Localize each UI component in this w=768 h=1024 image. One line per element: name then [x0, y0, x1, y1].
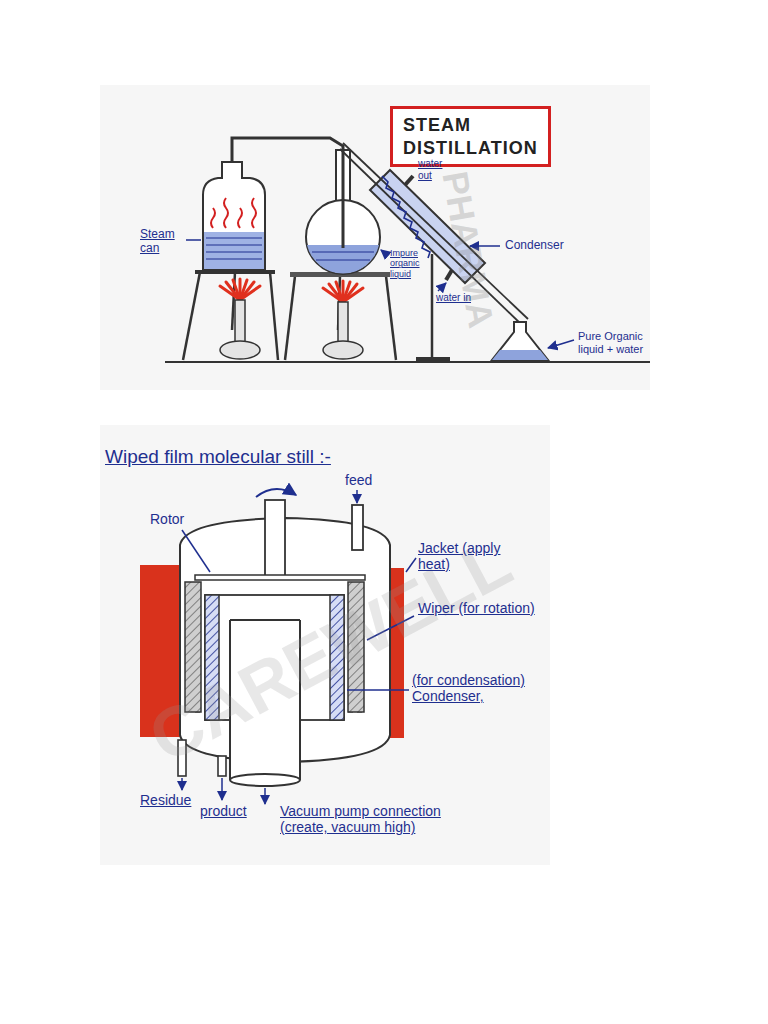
leader-line: [264, 788, 266, 804]
steam-can: [203, 162, 265, 270]
photo-panel: [100, 425, 550, 865]
part-label: Jacket (apply heat): [418, 540, 528, 572]
part-label: water in: [436, 292, 471, 304]
steam-can: [211, 198, 256, 228]
bunsen-burner: [220, 279, 260, 300]
leader-line: [381, 250, 387, 255]
rotor-shaft: [265, 500, 285, 576]
ground-line: [165, 362, 650, 363]
steam-can: [206, 238, 262, 239]
photo-panel: [100, 85, 650, 390]
leader-line: [438, 283, 446, 291]
part-label: product: [200, 803, 247, 819]
title-box: STEAM DISTILLATION: [390, 106, 551, 167]
leader-line: [221, 778, 223, 800]
part-label: Rotor: [150, 511, 184, 527]
tripod-stand: [285, 276, 295, 360]
retort-stand: [431, 254, 434, 360]
part-label: Wiper (for rotation): [418, 600, 538, 616]
steam-tube: [232, 138, 343, 248]
bunsen-burner: [323, 281, 363, 359]
bunsen-burner: [240, 286, 260, 300]
bunsen-burner: [323, 341, 363, 359]
part-label: water out: [418, 158, 458, 181]
bunsen-burner: [336, 282, 343, 302]
steam-can: [238, 208, 242, 228]
feed-pipe: [356, 490, 358, 503]
retort-stand: [416, 357, 450, 361]
tripod-stand: [183, 272, 278, 360]
vacuum-pipe: [230, 774, 300, 786]
tripod-stand: [270, 272, 278, 360]
part-label: Pure Organic liquid + water: [578, 330, 648, 355]
condenser: [340, 143, 528, 325]
leader-line: [347, 689, 409, 691]
steam-can: [206, 252, 262, 253]
ground-line: [165, 361, 650, 363]
bunsen-burner: [338, 302, 348, 345]
conical-flask: [492, 322, 548, 360]
bunsen-burner: [233, 280, 240, 300]
tripod-stand: [183, 272, 200, 360]
photo-panel: [100, 85, 650, 865]
part-label: feed: [345, 472, 372, 488]
leader-line: [181, 778, 183, 790]
part-label: Condenser: [505, 239, 564, 253]
part-label: Steam can: [140, 228, 184, 256]
steam-can: [252, 198, 256, 228]
tripod-stand: [285, 276, 396, 360]
part-label: (for condensation) Condenser,: [412, 672, 544, 704]
steam-tube: [232, 138, 343, 248]
leader-line: [182, 530, 210, 572]
outlet-pipe: [218, 756, 226, 776]
round-bottom-flask: [316, 260, 370, 261]
tripod-stand: [386, 276, 396, 360]
leader-line: [548, 340, 574, 348]
round-bottom-flask: [312, 252, 374, 253]
condenser: [405, 176, 413, 185]
part-label: Vacuum pump connection (create, vacuum h…: [280, 803, 480, 835]
bunsen-burner: [323, 281, 363, 302]
retort-stand: [416, 254, 450, 361]
round-bottom-flask: [307, 245, 379, 273]
vacuum-pipe: [230, 619, 300, 621]
bunsen-burner: [220, 341, 260, 359]
section-heading: Wiped film molecular still :-: [105, 446, 331, 468]
steam-can: [206, 245, 262, 246]
steam-can: [206, 259, 262, 260]
rotor-shaft: [195, 575, 365, 580]
bunsen-burner: [220, 279, 260, 359]
steam-can: [211, 208, 215, 228]
bunsen-burner: [343, 288, 363, 302]
conical-flask: [492, 322, 548, 360]
leader-line: [186, 239, 201, 241]
feed-pipe: [352, 505, 363, 550]
steam-can: [224, 198, 228, 228]
bunsen-burner: [235, 300, 245, 345]
rotation-arrow: [256, 489, 296, 497]
part-label: Residue: [140, 792, 191, 808]
rotor-shaft: [195, 500, 365, 580]
condenser: [382, 176, 430, 258]
conical-flask: [492, 350, 548, 360]
steam-can: [203, 162, 265, 270]
leader-line: [186, 240, 574, 348]
feed-pipe: [352, 490, 363, 550]
title-text: STEAM DISTILLATION: [403, 114, 538, 159]
part-label: Impure organic liquid: [390, 248, 430, 279]
steam-can: [206, 238, 262, 259]
steam-can: [204, 232, 264, 269]
rotation-arrow: [256, 489, 296, 497]
condenser: [343, 143, 528, 319]
round-bottom-flask: [312, 252, 374, 260]
